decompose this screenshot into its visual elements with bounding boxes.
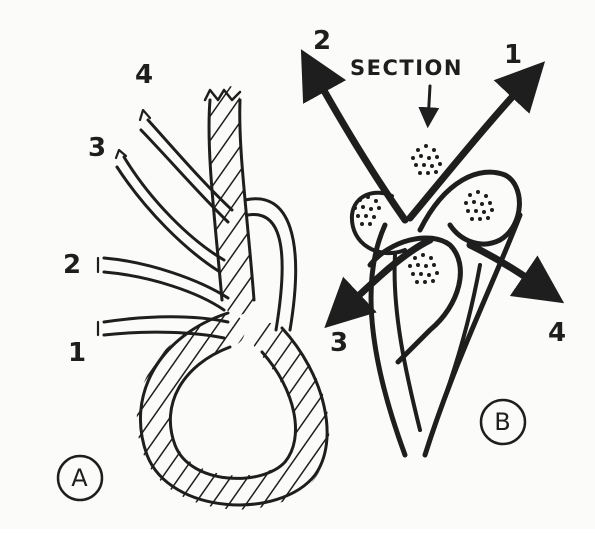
rope-loop	[140, 313, 327, 505]
figure-b-label: B	[483, 408, 523, 436]
section-right	[464, 190, 494, 221]
strand-label-3: 3	[88, 133, 107, 163]
strand-label-4: 4	[135, 60, 154, 90]
arrow-label-1: 1	[504, 40, 523, 70]
section-top	[411, 144, 442, 175]
strand-tuck	[245, 199, 296, 330]
strand-label-1: 1	[68, 338, 87, 368]
strand-3	[116, 150, 224, 272]
arrow-4	[470, 245, 552, 295]
section-label: SECTION	[350, 56, 463, 80]
arrow-label-4: 4	[548, 318, 567, 348]
figure-a-label: A	[60, 464, 100, 492]
section-bottom	[408, 253, 439, 284]
arrow-label-2: 2	[313, 26, 332, 56]
figure-b	[308, 62, 552, 455]
strand-label-2: 2	[63, 250, 82, 280]
arrow-label-3: 3	[330, 328, 349, 358]
section-pointer	[428, 86, 430, 122]
